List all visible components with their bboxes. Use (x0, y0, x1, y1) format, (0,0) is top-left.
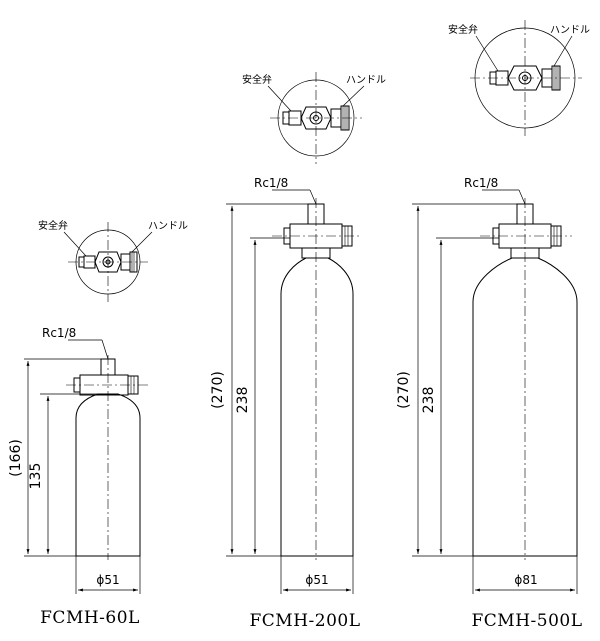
model-200l: 安全弁 ハンドル Rc1/8 (270) (210, 72, 386, 631)
body-height-label: 135 (28, 463, 44, 490)
top-view-500l: 安全弁 ハンドル (448, 20, 590, 136)
port-label: Rc1/8 (254, 176, 288, 190)
body-height-label: 238 (421, 387, 437, 414)
safety-valve-label: 安全弁 (448, 23, 478, 36)
model-name: FCMH-500L (471, 611, 582, 631)
overall-height-label: (166) (8, 439, 24, 477)
handle-label: ハンドル (148, 221, 188, 232)
top-view-200l: 安全弁 ハンドル (242, 72, 386, 164)
diameter-label: ϕ81 (514, 573, 537, 587)
side-view-60l: Rc1/8 (166) 135 ϕ51 (8, 326, 150, 594)
overall-height-label: (270) (210, 371, 226, 409)
port-label: Rc1/8 (42, 326, 76, 340)
side-view-200l: Rc1/8 (270) 238 ϕ51 (210, 176, 362, 594)
model-500l: 安全弁 ハンドル Rc1/8 (270) (396, 20, 590, 631)
diameter-label: ϕ51 (96, 573, 119, 587)
model-name: FCMH-60L (40, 608, 140, 628)
handle-label: ハンドル (550, 25, 590, 36)
side-view-500l: Rc1/8 (270) 238 ϕ81 (396, 176, 578, 594)
overall-height-label: (270) (396, 371, 412, 409)
safety-valve-label: 安全弁 (38, 219, 68, 232)
handle-label: ハンドル (346, 75, 386, 86)
body-height-label: 238 (235, 387, 251, 414)
top-view-60l: 安全弁 ハンドル (38, 219, 188, 302)
diameter-label: ϕ51 (305, 573, 328, 587)
port-label: Rc1/8 (464, 176, 498, 190)
safety-valve-label: 安全弁 (242, 73, 272, 86)
model-60l: 安全弁 ハンドル Rc1/8 (166) (8, 219, 188, 628)
model-name: FCMH-200L (249, 611, 360, 631)
